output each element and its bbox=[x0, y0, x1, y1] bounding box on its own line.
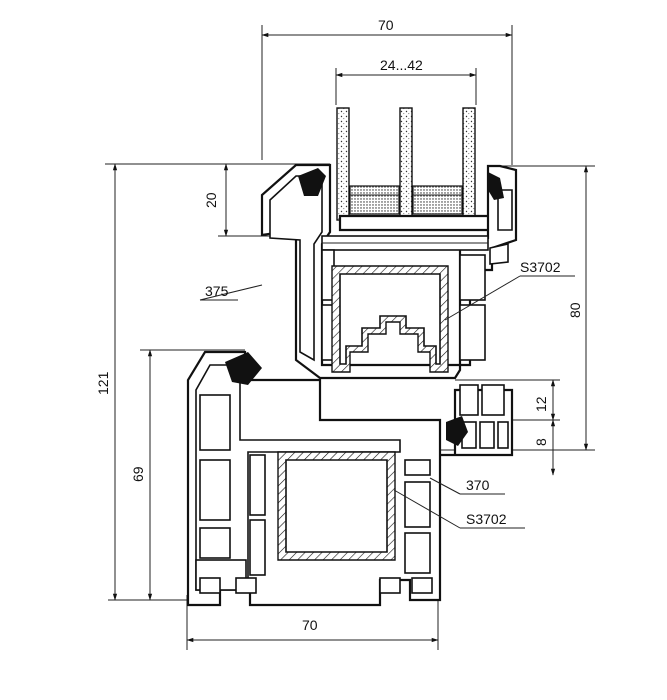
spacer-inner bbox=[412, 185, 463, 215]
dimension-right-80-text: 80 bbox=[567, 302, 583, 318]
dimension-lower-69: 69 bbox=[130, 349, 245, 601]
dimension-left-20-text: 20 bbox=[203, 192, 219, 208]
dimension-bottom-70-text: 70 bbox=[302, 617, 318, 633]
label-375: 375 bbox=[199, 283, 263, 301]
glass-pane-inner bbox=[462, 107, 476, 221]
dimension-glass-range: 24...42 bbox=[335, 57, 477, 105]
dimension-total-121-text: 121 bbox=[95, 371, 111, 395]
glass-pane-outer bbox=[336, 107, 350, 221]
dimension-top-70: 70 bbox=[261, 17, 513, 165]
label-s3702-upper-text: S3702 bbox=[520, 259, 561, 275]
dimension-total-121: 121 bbox=[95, 163, 190, 601]
dimension-right-8: 8 bbox=[533, 419, 556, 476]
label-370: 370 bbox=[429, 477, 505, 495]
dimension-top-70-text: 70 bbox=[378, 17, 394, 33]
sash-profile-375 bbox=[260, 163, 518, 380]
glass-pane-middle bbox=[399, 107, 413, 221]
dimension-right-80: 80 bbox=[440, 165, 595, 451]
spacer-outer bbox=[349, 185, 400, 215]
gaskets bbox=[225, 168, 504, 446]
dimension-left-20: 20 bbox=[105, 163, 330, 237]
label-s3702-upper: S3702 bbox=[444, 259, 575, 321]
reinforcement-lower bbox=[277, 451, 396, 561]
label-s3702-lower-text: S3702 bbox=[466, 511, 507, 527]
label-370-text: 370 bbox=[466, 477, 490, 493]
dimension-right-12-text: 12 bbox=[533, 396, 549, 412]
dimension-right-8-text: 8 bbox=[533, 438, 549, 446]
triple-glazing bbox=[336, 107, 476, 221]
label-375-text: 375 bbox=[205, 283, 229, 299]
dimension-glass-range-text: 24...42 bbox=[380, 57, 423, 73]
dimension-lower-69-text: 69 bbox=[130, 466, 146, 482]
label-s3702-lower: S3702 bbox=[393, 489, 525, 529]
reinforcement-upper bbox=[331, 265, 449, 373]
